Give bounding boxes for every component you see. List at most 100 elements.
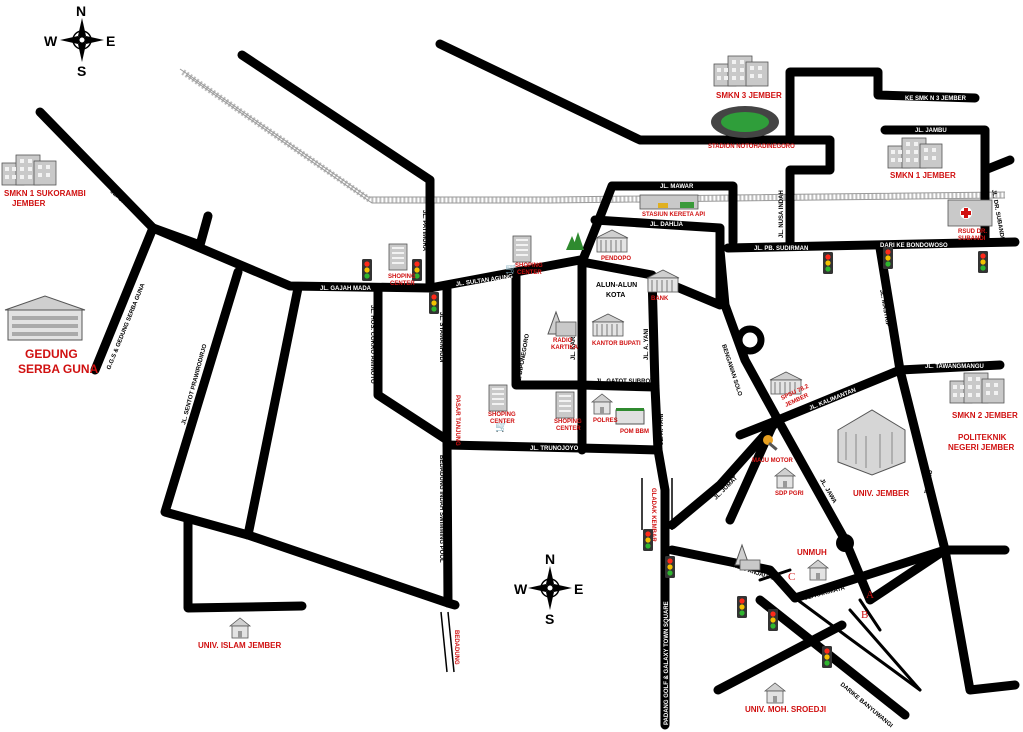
label-univ-islam: UNIV. ISLAM JEMBER <box>198 641 281 650</box>
road-sudirman <box>723 237 1020 253</box>
label-shop4-2: CENTER <box>556 426 581 432</box>
street-kebun-agung: KEBUN AGUNG SWIMMING POOL <box>301 93 385 153</box>
compass-w: W <box>44 33 58 49</box>
compass-w: W <box>514 581 528 597</box>
compass-s: S <box>77 63 86 79</box>
label-serba-guna: SERBA GUNA <box>18 362 99 376</box>
label-stadion: STADION NOTOHADINEGORO <box>708 144 795 150</box>
road-short-stub <box>195 211 213 250</box>
compass-rose-icon <box>527 565 573 611</box>
trees-icon <box>566 232 584 250</box>
road-thin-1 <box>848 608 922 692</box>
label-shop1-2: CENTER <box>390 281 415 287</box>
label-maju-motor: MAJU MOTOR <box>752 458 794 464</box>
road-mawar <box>593 181 738 247</box>
traffic-light-icon <box>822 646 832 668</box>
road-bedadung-bridge <box>440 609 453 675</box>
compass-rose-icon <box>59 17 105 63</box>
buildings: 🛒 🛒 <box>1 55 1005 704</box>
shopping-tower-icon <box>488 384 508 412</box>
train-station-icon <box>639 194 699 210</box>
traffic-light-icon <box>665 556 675 578</box>
svg-text:🛒: 🛒 <box>505 262 517 275</box>
label-gladak-kembar: GLADAK KEMBAR <box>650 488 656 542</box>
road-moh-sroedji <box>713 620 847 695</box>
label-bank: BANK <box>651 296 669 302</box>
label-smkn1-sukorambi-2: JEMBER <box>12 199 46 208</box>
traffic-light-icon <box>768 609 778 631</box>
street-tawangmangu: JL. TAWANGMANGU <box>925 364 984 370</box>
label-univ-jember: UNIV. JEMBER <box>853 489 909 498</box>
street-ke-smkn3: KE SMK N 3 JEMBER <box>905 96 967 102</box>
street-trunojoyo: JL. TRUNOJOYO <box>530 446 579 452</box>
shopping-tower-icon <box>512 235 532 263</box>
compass-e: E <box>106 33 115 49</box>
roundabout-east <box>735 325 765 355</box>
street-kartini: JL. KARTINI <box>571 325 577 360</box>
road-dahlia <box>577 217 603 267</box>
label-stasiun: STASIUN KERETA API <box>642 212 705 218</box>
hall-building-icon <box>4 295 86 341</box>
government-building-icon <box>591 313 625 337</box>
compass-top: N S E W <box>44 3 115 79</box>
label-politeknik-2: NEGERI JEMBER <box>948 443 1014 452</box>
road-jawa-diag <box>715 245 783 425</box>
label-smkn3: SMKN 3 JEMBER <box>716 91 782 100</box>
road-network <box>35 39 1020 730</box>
road-west-parallel <box>243 283 303 540</box>
road-left-loop <box>183 517 307 613</box>
road-nusa-indah <box>785 67 980 250</box>
traffic-light-icon <box>643 529 653 551</box>
compass-bottom: N S E W <box>514 551 583 627</box>
road-north-link <box>435 39 795 145</box>
road-banyuwangi <box>755 595 910 720</box>
label-smkn1-sukorambi: SMKN 1 SUKORAMBI <box>4 189 86 198</box>
stadium-icon <box>711 106 779 138</box>
roundabout-south <box>836 534 854 552</box>
wrench-icon <box>763 435 778 451</box>
street-dahlia: JL. DAHLIA <box>650 222 684 228</box>
compass-s: S <box>545 611 554 627</box>
label-bedadung-river: BEDADUNG <box>453 630 459 665</box>
label-alun-alun: ALUN-ALUN <box>596 282 637 289</box>
traffic-light-icon <box>429 292 439 314</box>
school-building-icon <box>887 137 943 169</box>
gas-station-icon <box>615 408 645 425</box>
street-padang-golf: PADANG GOLF & GALAXY TOWN SQUARE <box>664 601 670 725</box>
road-riau <box>840 535 950 605</box>
label-shop1: SHOPING <box>388 274 416 280</box>
street-ayani2: JL. A. YANI <box>659 413 665 445</box>
label-rsud: RSUD DR. <box>958 229 987 235</box>
street-samanhudi: JL. SYAMANHUDI <box>438 312 444 363</box>
road-sukorambi-link <box>148 223 205 250</box>
campus-house-icon <box>764 682 786 704</box>
street-riau: JL. RIAU <box>924 470 934 496</box>
road-far-east-stub <box>980 155 1015 175</box>
traffic-light-icon <box>978 251 988 273</box>
traffic-light-icon <box>823 252 833 274</box>
street-sudirman: JL. PB. SUDIRMAN <box>754 246 808 252</box>
label-shop4: SHOPING <box>554 419 582 425</box>
university-building-icon <box>837 409 906 476</box>
campus-house-icon <box>229 617 251 639</box>
compass-e: E <box>574 581 583 597</box>
shopping-cart-icon: 🛒 <box>505 262 517 275</box>
road-east-south <box>940 545 1020 695</box>
street-cokro: JL. HOS. COKRO AMINOTO <box>369 305 375 384</box>
label-kantor-bupati: KANTOR BUPATI <box>592 341 641 347</box>
pendopo-building-icon <box>595 229 629 253</box>
label-shop3-2: CENTER <box>490 419 515 425</box>
street-ayani: JL. A. YANI <box>644 328 650 360</box>
traffic-light-icon <box>362 259 372 281</box>
label-radio-2: KARTIKA <box>551 345 579 351</box>
street-gajah-mada: JL. GAJAH MADA <box>320 286 372 292</box>
school-building-icon <box>1 154 57 186</box>
campus-house-icon <box>807 559 829 581</box>
label-shop2-2: CENTER <box>517 270 542 276</box>
label-shop3: SHOPING <box>488 412 516 418</box>
radio-tower-icon <box>547 310 577 337</box>
label-politeknik: POLITEKNIK <box>958 433 1007 442</box>
school-building-icon <box>713 55 769 87</box>
road-samanhudi <box>442 283 460 610</box>
